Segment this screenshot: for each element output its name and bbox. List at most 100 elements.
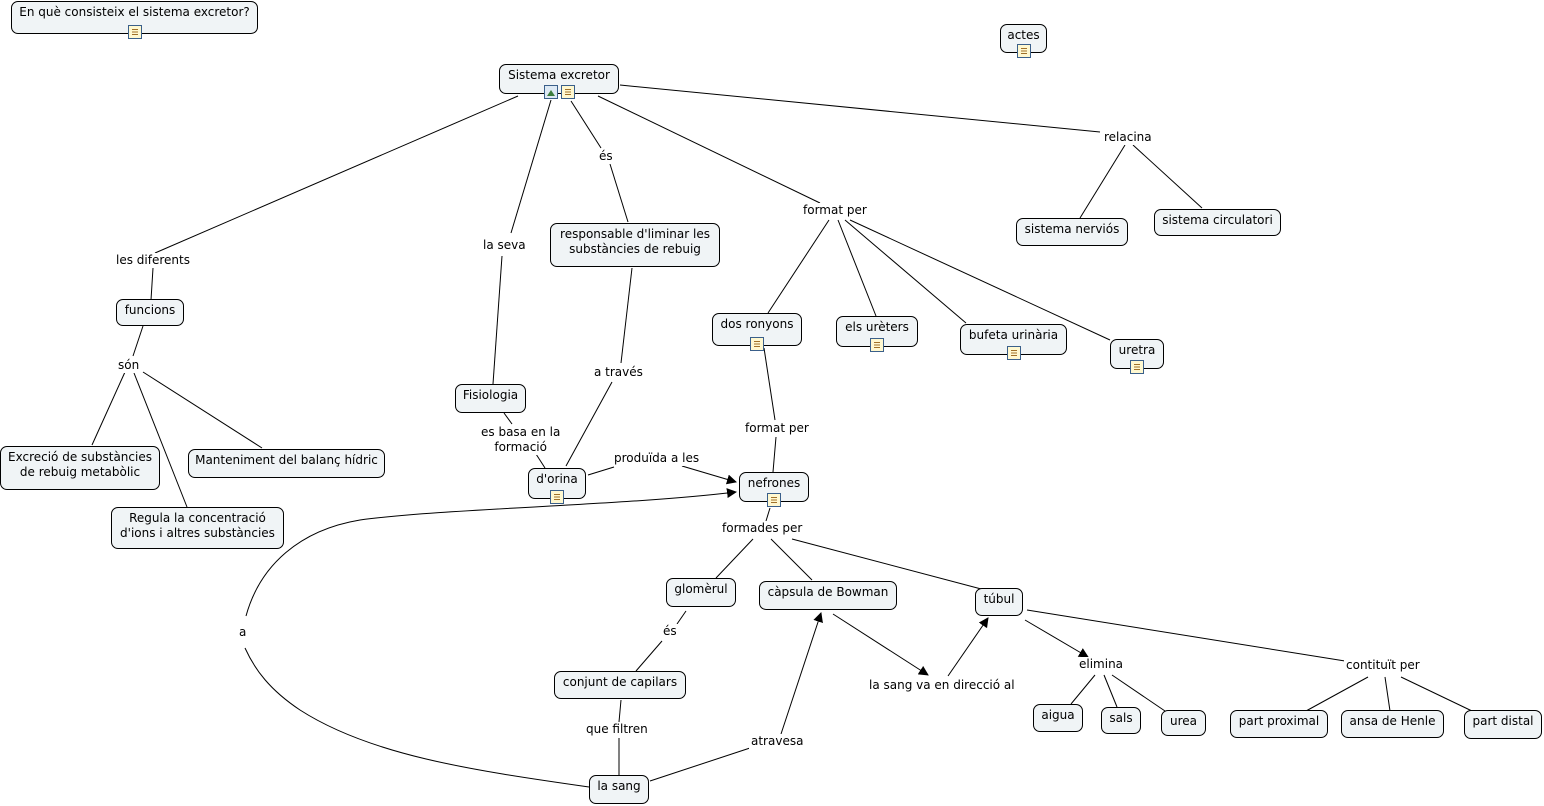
concept-la-sang[interactable]: la sang <box>589 775 649 804</box>
connector <box>1026 609 1346 662</box>
concept-ureters[interactable]: els urèters <box>836 316 918 352</box>
document-icon[interactable] <box>550 490 564 504</box>
connector <box>676 610 687 625</box>
concept-label: sistema circulatori <box>1162 213 1273 227</box>
link-direccio: la sang va en direcció al <box>867 678 1017 693</box>
concept-funcions[interactable]: funcions <box>116 299 184 326</box>
concept-sistema-circulatori[interactable]: sistema circulatori <box>1154 209 1281 236</box>
connector-arrow <box>1024 619 1089 658</box>
image-icon[interactable] <box>543 85 558 99</box>
connector <box>154 95 519 254</box>
connector <box>1132 144 1203 209</box>
concept-uretra[interactable]: uretra <box>1110 339 1164 374</box>
connector <box>763 347 776 421</box>
document-icon[interactable] <box>767 493 781 507</box>
connector <box>772 436 777 473</box>
concept-label: els urèters <box>845 320 909 334</box>
concept-label: conjunt de capilars <box>562 675 678 689</box>
link-relacina: relacina <box>1102 130 1154 145</box>
concept-actes[interactable]: actes <box>1000 24 1047 58</box>
concept-sistema-nervios[interactable]: sistema nerviós <box>1016 218 1128 246</box>
link-es-basa: es basa en la formació <box>479 425 563 455</box>
concept-fisiologia[interactable]: Fisiologia <box>455 384 526 413</box>
question-label: En què consisteix el sistema excretor? <box>19 5 250 19</box>
connector <box>1070 674 1096 705</box>
link-label: es basa en la <box>481 425 561 439</box>
connector <box>770 538 813 581</box>
concept-nefrones[interactable]: nefrones <box>739 472 809 507</box>
connector <box>619 84 1101 133</box>
concept-sals[interactable]: sals <box>1101 707 1141 734</box>
document-icon[interactable] <box>127 25 142 39</box>
concept-label: Fisiologia <box>462 388 519 402</box>
connector <box>503 412 513 425</box>
document-icon[interactable] <box>750 337 764 351</box>
document-icon[interactable] <box>1016 44 1031 58</box>
connector <box>767 219 830 314</box>
concept-bufeta[interactable]: bufeta urinària <box>960 324 1067 360</box>
concept-label: Regula la concentració <box>129 511 266 525</box>
concept-ansa-henle[interactable]: ansa de Henle <box>1341 710 1444 738</box>
connector <box>570 100 602 149</box>
concept-label: actes <box>1007 28 1040 42</box>
concept-sistema-excretor[interactable]: Sistema excretor <box>499 64 619 99</box>
concept-capilars[interactable]: conjunt de capilars <box>554 671 686 699</box>
concept-excrecio[interactable]: Excreció de substàncies de rebuig metabò… <box>0 446 160 490</box>
connector <box>1103 674 1118 708</box>
link-atravesa: atravesa <box>749 734 806 749</box>
document-icon[interactable] <box>1130 360 1144 374</box>
connector <box>91 371 126 446</box>
concept-glomerul[interactable]: glomèrul <box>666 578 736 607</box>
concept-label: uretra <box>1118 343 1156 357</box>
concept-label: d'orina <box>536 472 578 486</box>
connector <box>597 95 821 204</box>
connector <box>492 255 503 385</box>
connector-arrow <box>947 617 989 677</box>
concept-label: la sang <box>597 779 641 793</box>
concept-aigua[interactable]: aigua <box>1033 704 1083 732</box>
connector <box>510 99 552 234</box>
connector <box>142 371 263 449</box>
concept-label: túbul <box>983 592 1015 606</box>
concept-label: sistema nerviós <box>1024 222 1120 236</box>
connector <box>1400 676 1473 712</box>
connector-arrow <box>832 613 929 676</box>
question-node[interactable]: En què consisteix el sistema excretor? <box>11 1 258 39</box>
concept-urea[interactable]: urea <box>1161 710 1206 736</box>
connector <box>837 219 877 317</box>
concept-label: funcions <box>124 303 176 317</box>
connector <box>1111 674 1166 712</box>
concept-part-proximal[interactable]: part proximal <box>1230 710 1328 738</box>
concept-label: càpsula de Bowman <box>767 585 889 599</box>
link-produida: produïda a les <box>612 451 702 466</box>
concept-part-distal[interactable]: part distal <box>1464 710 1542 739</box>
concept-label: responsable d'liminar les <box>560 227 710 241</box>
concept-tubul[interactable]: túbul <box>975 588 1023 616</box>
connector-arrow <box>681 465 737 485</box>
link-les-diferents: les diferents <box>114 253 192 268</box>
document-icon[interactable] <box>560 85 575 99</box>
connector <box>535 453 546 469</box>
link-formades-per: formades per <box>720 521 805 536</box>
document-icon[interactable] <box>870 338 884 352</box>
concept-label: Sistema excretor <box>508 68 610 82</box>
connector <box>565 381 613 467</box>
connector <box>1079 144 1126 219</box>
connector <box>609 163 629 223</box>
concept-responsable[interactable]: responsable d'liminar les substàncies de… <box>550 223 720 267</box>
link-format-per-2: format per <box>743 421 811 436</box>
concept-label: part proximal <box>1238 714 1320 728</box>
concept-dorina[interactable]: d'orina <box>528 468 586 504</box>
connector <box>765 507 771 522</box>
connector <box>635 640 663 672</box>
connector <box>133 372 188 508</box>
concept-regula[interactable]: Regula la concentració d'ions i altres s… <box>111 507 284 549</box>
concept-label: glomèrul <box>674 582 728 596</box>
concept-ronyons[interactable]: dos ronyons <box>712 313 802 351</box>
concept-manteniment[interactable]: Manteniment del balanç hídric <box>188 449 385 478</box>
document-icon[interactable] <box>1006 346 1021 360</box>
link-elimina: elimina <box>1077 657 1126 672</box>
concept-label: sals <box>1109 711 1133 725</box>
concept-bowman[interactable]: càpsula de Bowman <box>759 581 897 610</box>
